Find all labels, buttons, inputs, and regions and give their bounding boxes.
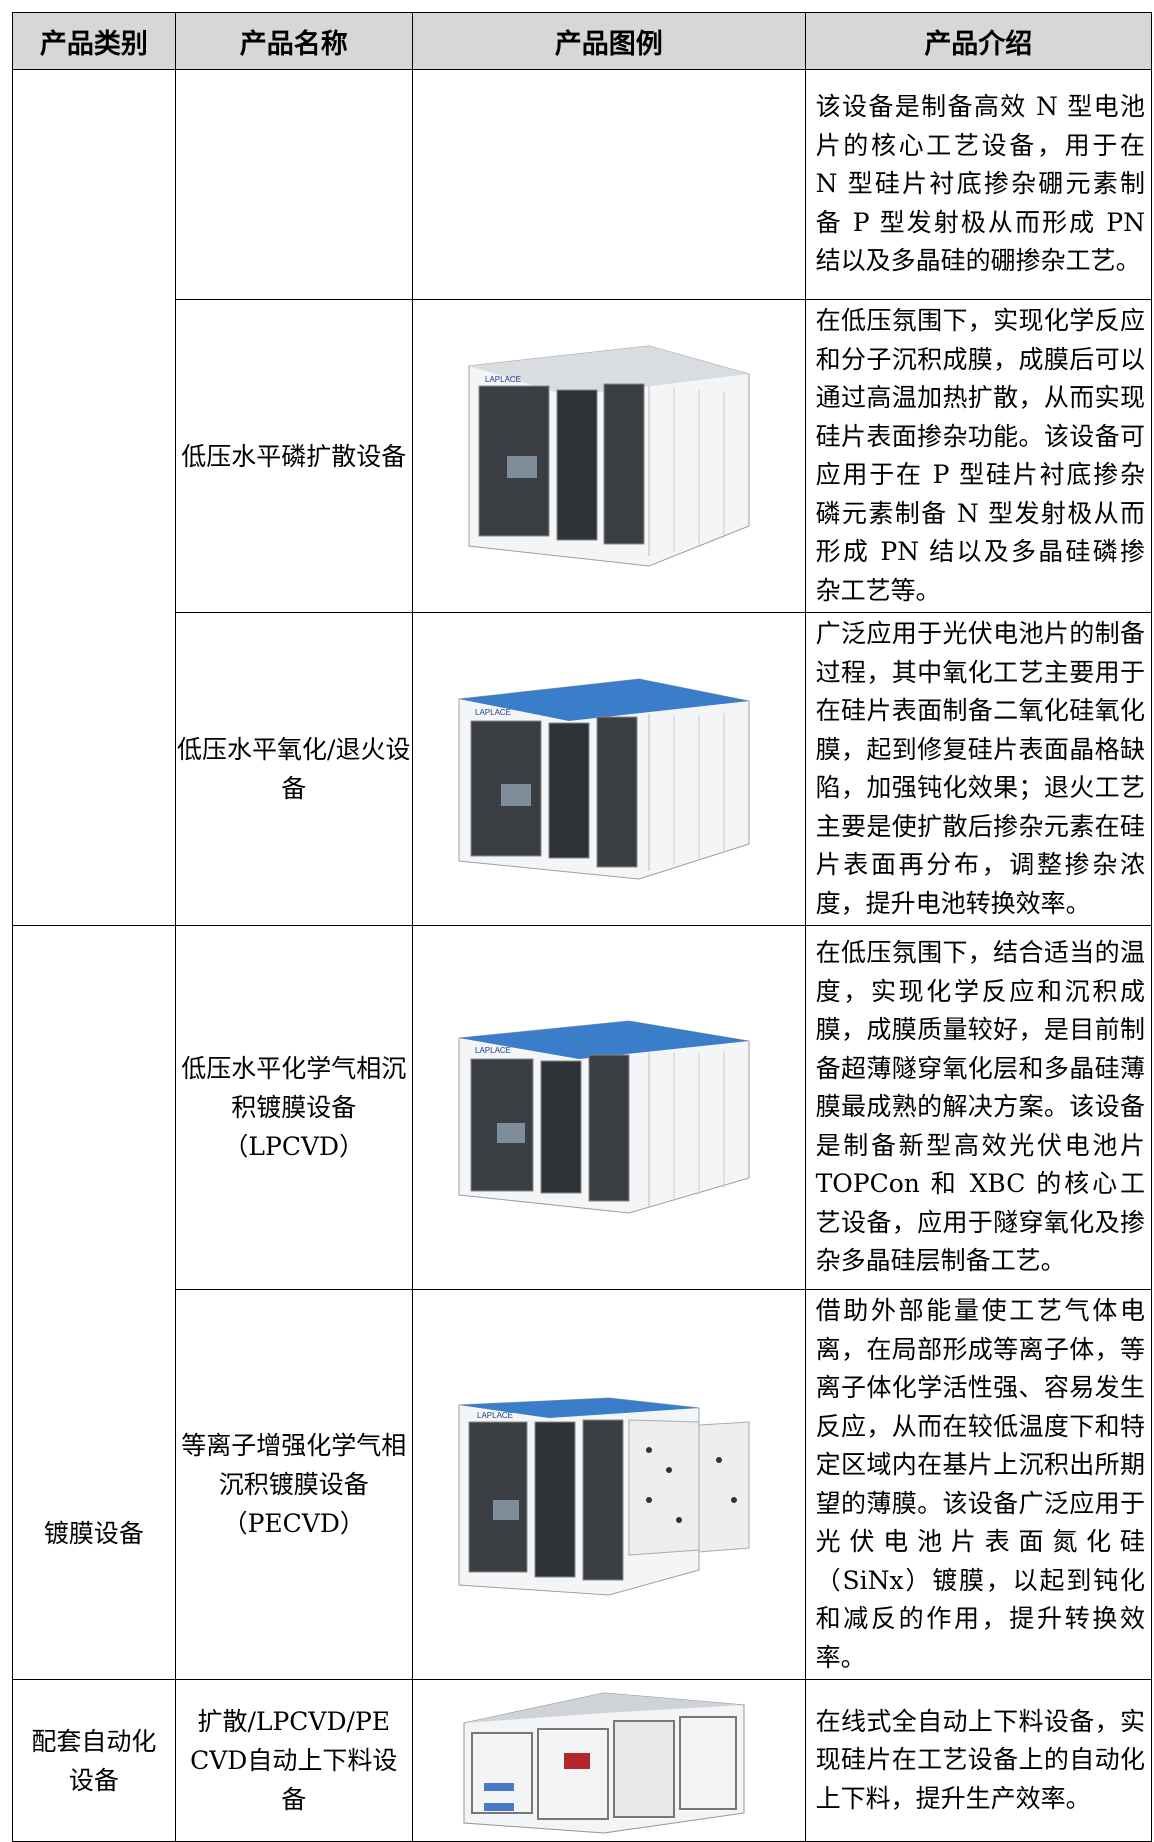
category-label: 镀膜设备	[43, 1519, 144, 1548]
diffusion-furnace-image: LAPLACE	[468, 345, 750, 567]
product-figure: LAPLACE	[411, 925, 806, 1290]
brand-logo: LAPLACE	[475, 708, 511, 717]
header-figure: 产品图例	[411, 12, 806, 70]
category-label: 配套自动化设备	[31, 1726, 157, 1795]
product-name-label: 扩散/LPCVD/PECVD自动上下料设备	[190, 1707, 398, 1814]
lpcvd-machine-image: LAPLACE	[458, 1019, 750, 1214]
category-cell: 镀膜设备	[12, 925, 176, 1680]
brand-logo: LAPLACE	[475, 1046, 511, 1055]
category-cell: 配套自动化设备	[12, 1679, 176, 1842]
product-name: 低压水平磷扩散设备	[174, 299, 413, 613]
product-figure	[411, 69, 806, 300]
oxidation-furnace-image: LAPLACE	[458, 678, 750, 880]
product-intro: 广泛应用于光伏电池片的制备过程，其中氧化工艺主要用于在硅片表面制备二氧化硅氧化膜…	[804, 612, 1153, 926]
machine-top	[463, 1693, 744, 1723]
product-figure: LAPLACE	[411, 612, 806, 926]
product-intro: 在低压氛围下，结合适当的温度，实现化学反应和沉积成膜，成膜质量较好，是目前制备超…	[804, 925, 1153, 1290]
machine-top	[458, 1020, 749, 1059]
machine-top	[458, 679, 749, 721]
product-figure: LAPLACE	[411, 299, 806, 613]
table-row: 配套自动化设备 扩散/LPCVD/PECVD自动上下料设备 在线式全自动上下料设…	[12, 1679, 1153, 1842]
header-row: 产品类别 产品名称 产品图例 产品介绍	[12, 12, 1153, 70]
table-row: 低压水平磷扩散设备 LAPLACE 在低压氛围下，实现化学反应和分子沉积成膜，成…	[13, 299, 1153, 613]
product-figure: LAPLACE	[411, 1289, 806, 1680]
product-name: 低压水平化学气相沉积镀膜设备（LPCVD）	[174, 925, 413, 1290]
header-name: 产品名称	[174, 12, 413, 70]
brand-logo: LAPLACE	[485, 375, 521, 384]
machine-top	[458, 1397, 699, 1418]
table-row: 等离子增强化学气相沉积镀膜设备（PECVD） LAPLACE 借助外部能量使工艺…	[13, 1289, 1153, 1680]
product-figure	[411, 1679, 806, 1842]
header-intro: 产品介绍	[804, 12, 1153, 70]
product-intro: 在线式全自动上下料设备，实现硅片在工艺设备上的自动化上下料，提升生产效率。	[804, 1679, 1153, 1842]
machine-top	[468, 346, 749, 396]
header-category: 产品类别	[12, 12, 176, 70]
product-table: 产品类别 产品名称 产品图例 产品介绍 该设备是制备高效 N 型电池片的核心工艺…	[12, 12, 1153, 1842]
product-name: 扩散/LPCVD/PECVD自动上下料设备	[174, 1679, 413, 1842]
category-cell	[12, 69, 176, 926]
product-intro: 该设备是制备高效 N 型电池片的核心工艺设备，用于在 N 型硅片衬底掺杂硼元素制…	[804, 69, 1153, 300]
brand-logo: LAPLACE	[477, 1411, 513, 1420]
table-row: 镀膜设备 低压水平化学气相沉积镀膜设备（LPCVD） LAPLACE 在低压氛围…	[12, 925, 1153, 1680]
loader-machine-image	[463, 1692, 745, 1834]
product-name: 低压水平氧化/退火设备	[174, 612, 413, 926]
table-row: 低压水平氧化/退火设备 LAPLACE 广泛应用于光伏电池片的制备过程，其中氧化…	[13, 612, 1153, 926]
table-row: 该设备是制备高效 N 型电池片的核心工艺设备，用于在 N 型硅片衬底掺杂硼元素制…	[12, 69, 1153, 926]
product-intro: 在低压氛围下，实现化学反应和分子沉积成膜，成膜后可以通过高温加热扩散，从而实现硅…	[804, 299, 1153, 613]
product-intro: 借助外部能量使工艺气体电离，在局部形成等离子体，等离子体化学活性强、容易发生反应…	[804, 1289, 1153, 1680]
product-name: 等离子增强化学气相沉积镀膜设备（PECVD）	[174, 1289, 413, 1680]
product-name	[174, 69, 413, 300]
pecvd-machine-image: LAPLACE	[458, 1396, 750, 1596]
